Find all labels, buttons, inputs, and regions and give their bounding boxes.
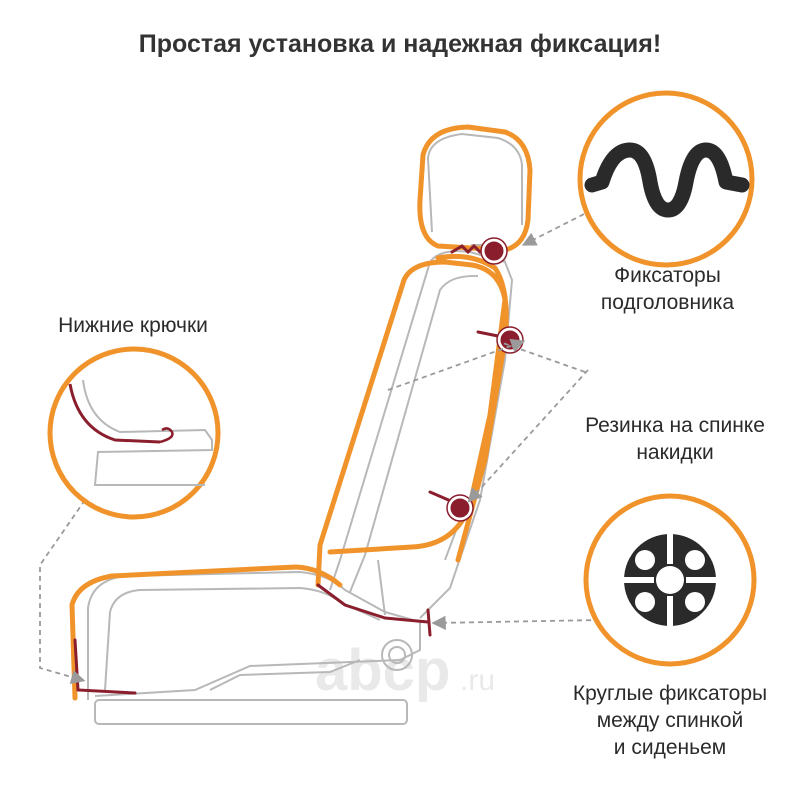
- leader-headrest: [521, 209, 593, 246]
- leader-round: [431, 615, 601, 631]
- leader-lines: [39, 209, 601, 684]
- anchor-upper-back: [497, 327, 523, 353]
- round-fastener-callout: [583, 493, 757, 667]
- hook-icon: [159, 427, 174, 444]
- label-elastic-line2: накидки: [636, 441, 714, 464]
- label-elastic: Резинка на спинке накидки: [575, 412, 775, 466]
- seat-rail: [94, 699, 408, 725]
- leader-hooks: [39, 499, 86, 684]
- cover-back: [315, 259, 508, 588]
- seat-cushion-frame: [87, 570, 421, 700]
- cover-cushion: [69, 564, 343, 701]
- anchor-headrest: [481, 238, 507, 264]
- watermark: abcp .ru: [315, 638, 495, 703]
- strap-cushion: [316, 583, 430, 624]
- label-round-line2: между спинкой: [596, 709, 744, 732]
- headrest-inner: [426, 132, 523, 233]
- label-headrest-line1: Фиксаторы: [614, 264, 721, 287]
- watermark-suffix: .ru: [460, 664, 495, 697]
- label-round-fixators: Круглые фиксаторы между спинкой и сидень…: [555, 680, 785, 761]
- anchor-lower-back: [447, 495, 473, 521]
- leader-elastic-upper: [387, 342, 586, 391]
- page-title: Простая установка и надежная фиксация!: [138, 30, 662, 58]
- label-headrest-line2: подголовника: [600, 291, 735, 314]
- label-lower-hooks: Нижние крючки: [58, 314, 208, 337]
- leader-elastic-lower: [467, 369, 589, 503]
- round-fastener-icon: [624, 534, 716, 626]
- strap-cushion-front: [73, 638, 137, 695]
- label-round-line1: Круглые фиксаторы: [572, 682, 768, 705]
- lower-hooks-callout: [47, 346, 221, 520]
- label-round-line3: и сиденьем: [613, 736, 727, 759]
- seat-pivot: [381, 639, 413, 671]
- label-elastic-line1: Резинка на спинке: [585, 414, 765, 437]
- zigzag-spring-icon: [584, 142, 750, 218]
- headrest-spring-callout: [577, 90, 755, 268]
- label-headrest-fixators: Фиксаторы подголовника: [575, 262, 760, 316]
